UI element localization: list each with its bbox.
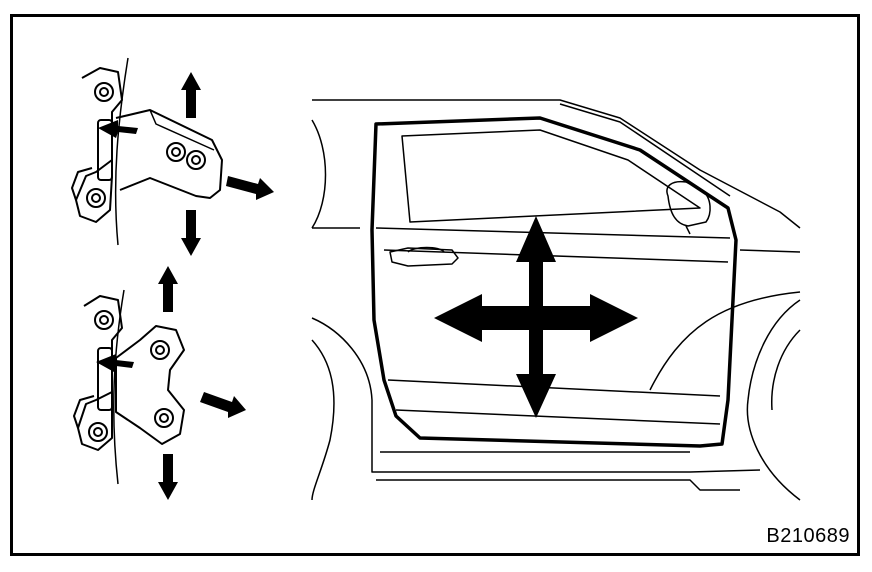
vehicle-body bbox=[311, 99, 801, 501]
figure-code: B210689 bbox=[766, 525, 850, 547]
arrow-left-icon bbox=[96, 354, 134, 372]
lower-hinge bbox=[73, 289, 185, 485]
lower-hinge-arrows bbox=[96, 266, 246, 500]
arrow-down-icon bbox=[181, 210, 201, 256]
upper-hinge-arrows bbox=[98, 72, 274, 256]
arrow-right-icon bbox=[226, 176, 274, 200]
arrow-up-icon bbox=[158, 266, 178, 312]
figure-frame bbox=[10, 14, 860, 556]
arrow-up-icon bbox=[181, 72, 201, 118]
arrow-right-icon bbox=[200, 392, 246, 418]
upper-hinge bbox=[71, 57, 223, 246]
four-way-arrow-icon bbox=[434, 216, 638, 418]
arrow-down-icon bbox=[158, 454, 178, 500]
arrow-left-icon bbox=[98, 120, 138, 138]
